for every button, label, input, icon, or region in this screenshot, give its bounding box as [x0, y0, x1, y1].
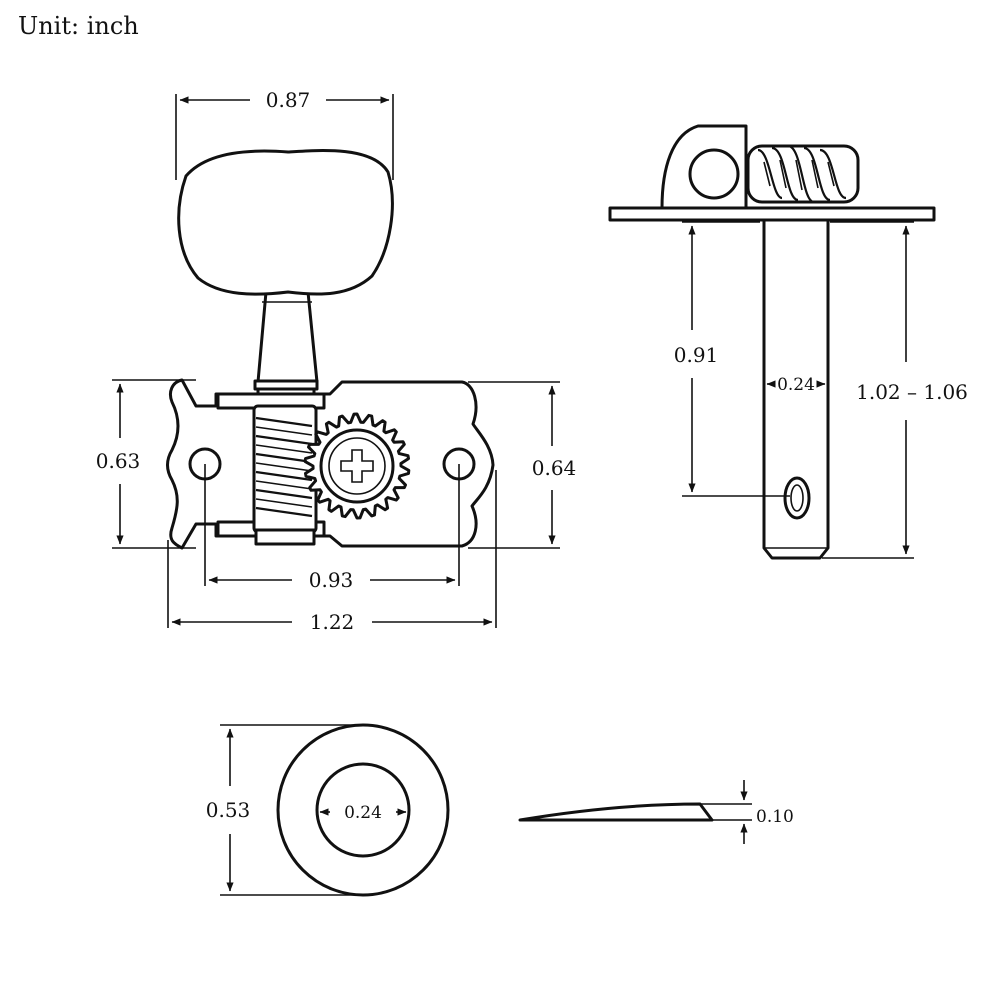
- dim-button-width: 0.87: [266, 88, 311, 112]
- side-plate: [608, 206, 936, 222]
- gear-wheel: [303, 412, 411, 520]
- washer-front-view: 0.53 0.24: [206, 723, 450, 897]
- washer-profile: [518, 802, 714, 822]
- phillips-screw-icon: [340, 449, 374, 483]
- tuner-button: [177, 149, 394, 296]
- unit-label: Unit: inch: [18, 12, 139, 40]
- tuner-front-view: 0.87 0.63 0.64 0.93 1.22: [96, 88, 577, 634]
- dim-washer-inner: 0.24: [344, 803, 382, 823]
- side-gear-coil: [746, 144, 860, 204]
- dim-plate-length: 1.22: [310, 610, 355, 634]
- dim-post-length: 1.02 – 1.06: [856, 380, 968, 404]
- tuner-shaft: [256, 290, 319, 384]
- dim-plate-right-height: 0.64: [532, 456, 577, 480]
- washer-side-view: 0.10: [518, 780, 794, 844]
- washer-inner-hole: [315, 762, 411, 858]
- side-worm-end: [688, 148, 740, 200]
- worm-screw: [252, 404, 318, 546]
- dim-plate-left-height: 0.63: [96, 449, 141, 473]
- dim-post-to-hole: 0.91: [674, 343, 719, 367]
- dim-washer-thickness: 0.10: [756, 807, 794, 827]
- dim-washer-outer: 0.53: [206, 798, 251, 822]
- tuner-side-view: 0.91 0.24 1.02 – 1.06: [608, 124, 968, 560]
- string-hole: [783, 476, 811, 520]
- dim-hole-spacing: 0.93: [309, 568, 354, 592]
- dim-post-diameter: 0.24: [777, 375, 815, 395]
